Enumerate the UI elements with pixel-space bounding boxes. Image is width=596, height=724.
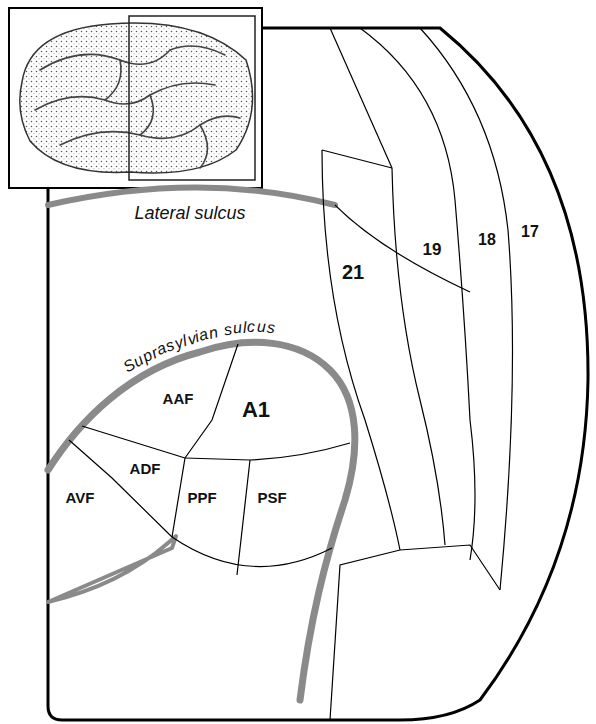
inset-brain	[9, 8, 262, 188]
area-region: ADF	[130, 461, 161, 476]
area-label: AVF	[66, 490, 95, 505]
area-region: AAF	[163, 391, 194, 406]
label-letter: u	[232, 320, 243, 337]
area-region: 17	[521, 224, 539, 240]
suprasylvian-sulcus	[48, 342, 355, 700]
area-label: 21	[342, 262, 364, 282]
area-borders	[69, 28, 513, 720]
sulcus-label: Lateral sulcus	[134, 204, 245, 222]
label-letter: u	[256, 319, 265, 335]
area-region: 19	[423, 241, 442, 258]
label-letter: s	[223, 321, 233, 338]
area-label: 17	[521, 224, 539, 240]
area-region: AVF	[66, 490, 95, 505]
area-label: AAF	[163, 391, 194, 406]
label-letter: s	[266, 320, 276, 337]
label-letter: l	[242, 320, 247, 336]
area-region: A1	[242, 399, 270, 421]
area-region: 21	[342, 262, 364, 282]
ectosylvian-sulcus	[48, 536, 176, 602]
outer-border	[48, 28, 588, 720]
area-label: A1	[242, 399, 270, 421]
area-label: 18	[478, 232, 496, 248]
area-label: ADF	[130, 461, 161, 476]
area-region: 18	[478, 232, 496, 248]
area-label: 19	[423, 241, 442, 258]
area-label: PPF	[187, 490, 216, 505]
lateral-sulcus	[48, 188, 335, 206]
area-region: PSF	[257, 490, 286, 505]
area-label: PSF	[257, 490, 286, 505]
area-region: PPF	[187, 490, 216, 505]
label-letter: c	[247, 319, 255, 335]
